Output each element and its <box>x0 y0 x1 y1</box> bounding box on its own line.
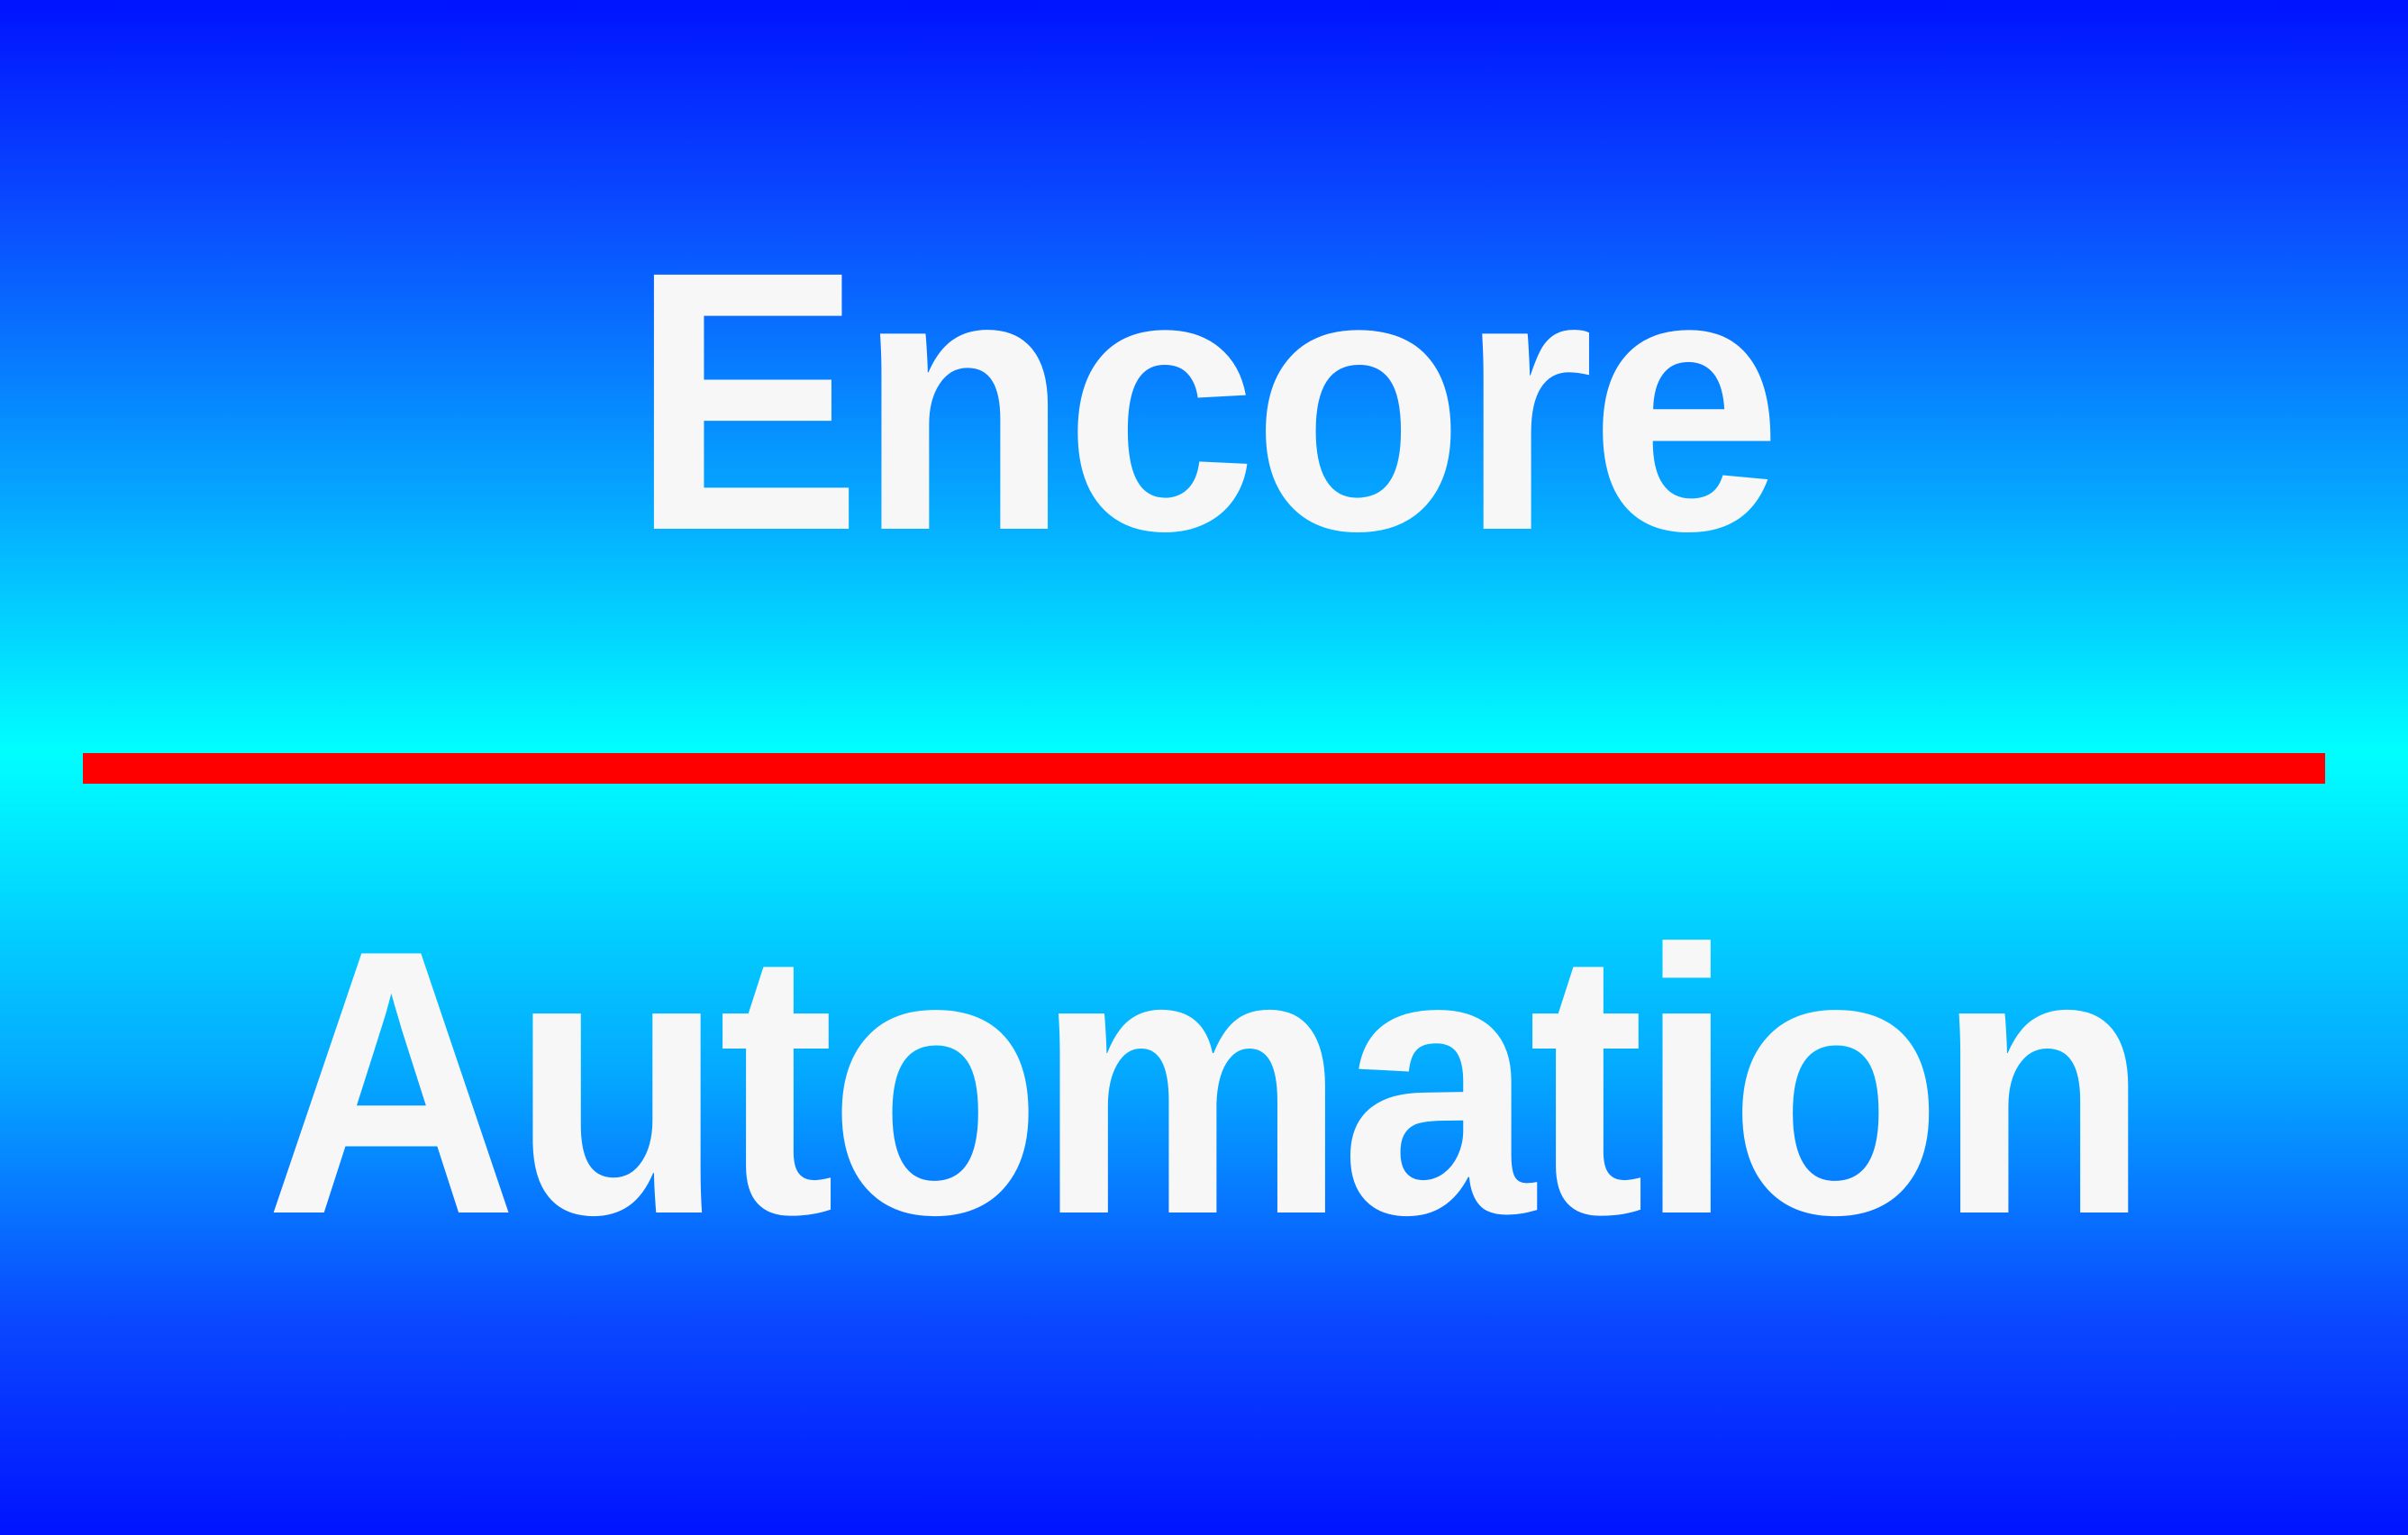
title-line-automation: Automation <box>265 872 2149 1293</box>
red-divider-bar <box>83 753 2325 784</box>
title-line-encore: Encore <box>631 195 1782 607</box>
